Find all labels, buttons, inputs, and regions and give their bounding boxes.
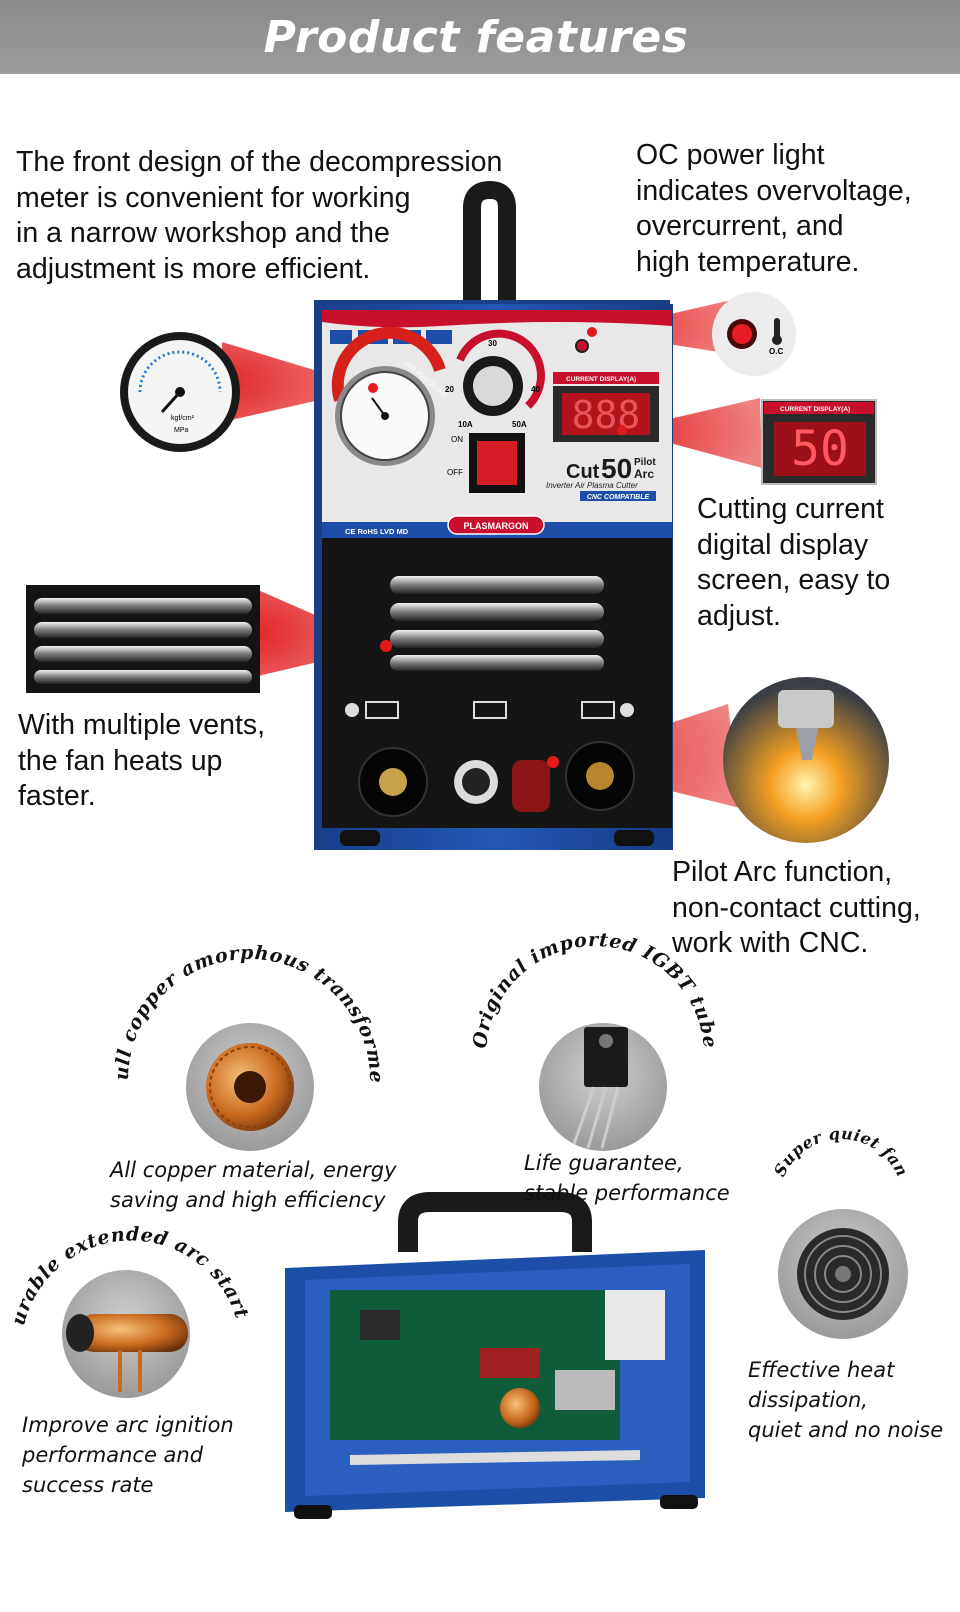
banner-title: Product features	[263, 11, 689, 63]
gauge-feature-text: The front design of the decompression me…	[16, 145, 502, 287]
vents-feature-line: With multiple vents,	[18, 709, 266, 741]
model-prefix: Cut	[566, 461, 600, 483]
machine-vents	[390, 576, 604, 671]
gauge-callout-beam	[222, 342, 373, 422]
display-feature-line: screen, easy to	[697, 564, 891, 597]
fan-image	[778, 1209, 908, 1339]
transformer-caption-line: All copper material, energy	[110, 1158, 397, 1182]
display-feature-text: Cutting current digital display screen, …	[697, 492, 890, 634]
dial-40-label: 40	[531, 385, 540, 394]
fan-caption-line: quiet and no noise	[748, 1418, 944, 1442]
oc-label: O.C	[769, 347, 783, 356]
oc-feature-line: indicates overvoltage,	[636, 174, 912, 207]
igbt-caption-line: Life guarantee,	[524, 1151, 684, 1175]
arc-starter-caption-line: Improve arc ignition	[22, 1413, 234, 1437]
internal-machine-image	[285, 1192, 705, 1519]
fan-arc-title: Super quiet fan	[770, 1124, 912, 1180]
oc-feature-line: OC power light	[636, 139, 825, 171]
vents-feature-text: With multiple vents, the fan heats up fa…	[18, 708, 265, 815]
arc-starter-caption: Improve arc ignition performance and suc…	[22, 1410, 234, 1500]
gauge-unit-1: kgf/cm²	[171, 415, 195, 422]
oc-feature-line: high temperature.	[636, 245, 860, 278]
model-number: 50	[601, 453, 632, 484]
gauge-feature-line: The front design of the decompression	[16, 146, 503, 178]
gauge-feature-line: in a narrow workshop and the	[16, 217, 390, 250]
panel-display-value: 888	[572, 393, 641, 437]
dial-max-label: 50A	[512, 420, 527, 429]
display-feature-line: adjust.	[697, 599, 781, 632]
igbt-caption: Life guarantee, stable performance	[524, 1148, 730, 1208]
oc-light-zoom-image: O.C	[712, 292, 796, 376]
dial-20-label: 20	[445, 385, 454, 394]
arc-starter-caption-line: performance and	[22, 1443, 204, 1467]
arc-starter-image	[62, 1270, 190, 1398]
plasma-cutter-machine: AIR PRESSURE 30 20 40 10A 50A ON OFF CUR…	[314, 180, 673, 850]
transformer-caption: All copper material, energy saving and h…	[110, 1155, 397, 1215]
vents-zoom-image	[26, 585, 260, 693]
vents-feature-line: faster.	[18, 780, 96, 813]
pilot-arc-feature-text: Pilot Arc function, non-contact cutting,…	[672, 855, 921, 962]
dial-min-label: 10A	[458, 420, 473, 429]
arc-starter-caption-line: success rate	[22, 1473, 154, 1497]
gauge-zoom-image: kgf/cm² MPa	[120, 332, 240, 452]
cert-text: CE RoHS LVD MD	[345, 527, 409, 536]
display-zoom-image: CURRENT DISPLAY(A) 50	[761, 399, 877, 485]
igbt-image	[539, 1023, 667, 1151]
features-banner: Product features	[0, 0, 960, 74]
pilot-feature-line: Pilot Arc function,	[672, 856, 893, 888]
pilot-arc-zoom-image	[723, 677, 889, 843]
switch-on-label: ON	[451, 435, 463, 444]
transformer-caption-line: saving and high efficiency	[110, 1188, 386, 1212]
pilot-feature-line: work with CNC.	[672, 927, 869, 960]
pilot-feature-line: non-contact cutting,	[672, 891, 921, 924]
cnc-badge: CNC COMPATIBLE	[587, 494, 650, 501]
transformer-image	[186, 1023, 314, 1151]
zoom-display-value: 50	[791, 421, 849, 477]
panel-display-label: CURRENT DISPLAY(A)	[566, 376, 636, 383]
display-callout-beam	[622, 398, 762, 468]
gauge-feature-line: adjustment is more efficient.	[16, 252, 371, 285]
vents-feature-line: the fan heats up	[18, 744, 223, 777]
brand-logo: PLASMARGON	[464, 521, 529, 531]
oc-feature-line: overcurrent, and	[636, 210, 844, 243]
zoom-display-label: CURRENT DISPLAY(A)	[780, 406, 850, 413]
oc-light-feature-text: OC power light indicates overvoltage, ov…	[636, 138, 912, 280]
dial-30-label: 30	[488, 339, 497, 348]
switch-off-label: OFF	[447, 468, 463, 477]
model-suffix-1: Pilot	[634, 457, 656, 468]
fan-caption: Effective heat dissipation, quiet and no…	[748, 1355, 943, 1445]
model-suffix-2: Arc	[634, 467, 654, 481]
display-feature-line: digital display	[697, 528, 869, 561]
model-subtitle: Inverter Air Plasma Cutter	[546, 481, 638, 490]
fan-caption-line: dissipation,	[748, 1388, 868, 1412]
fan-caption-line: Effective heat	[748, 1358, 895, 1382]
igbt-caption-line: stable performance	[524, 1181, 730, 1205]
gauge-unit-2: MPa	[174, 427, 189, 434]
gauge-feature-line: meter is convenient for working	[16, 181, 411, 214]
display-feature-line: Cutting current	[697, 493, 884, 525]
